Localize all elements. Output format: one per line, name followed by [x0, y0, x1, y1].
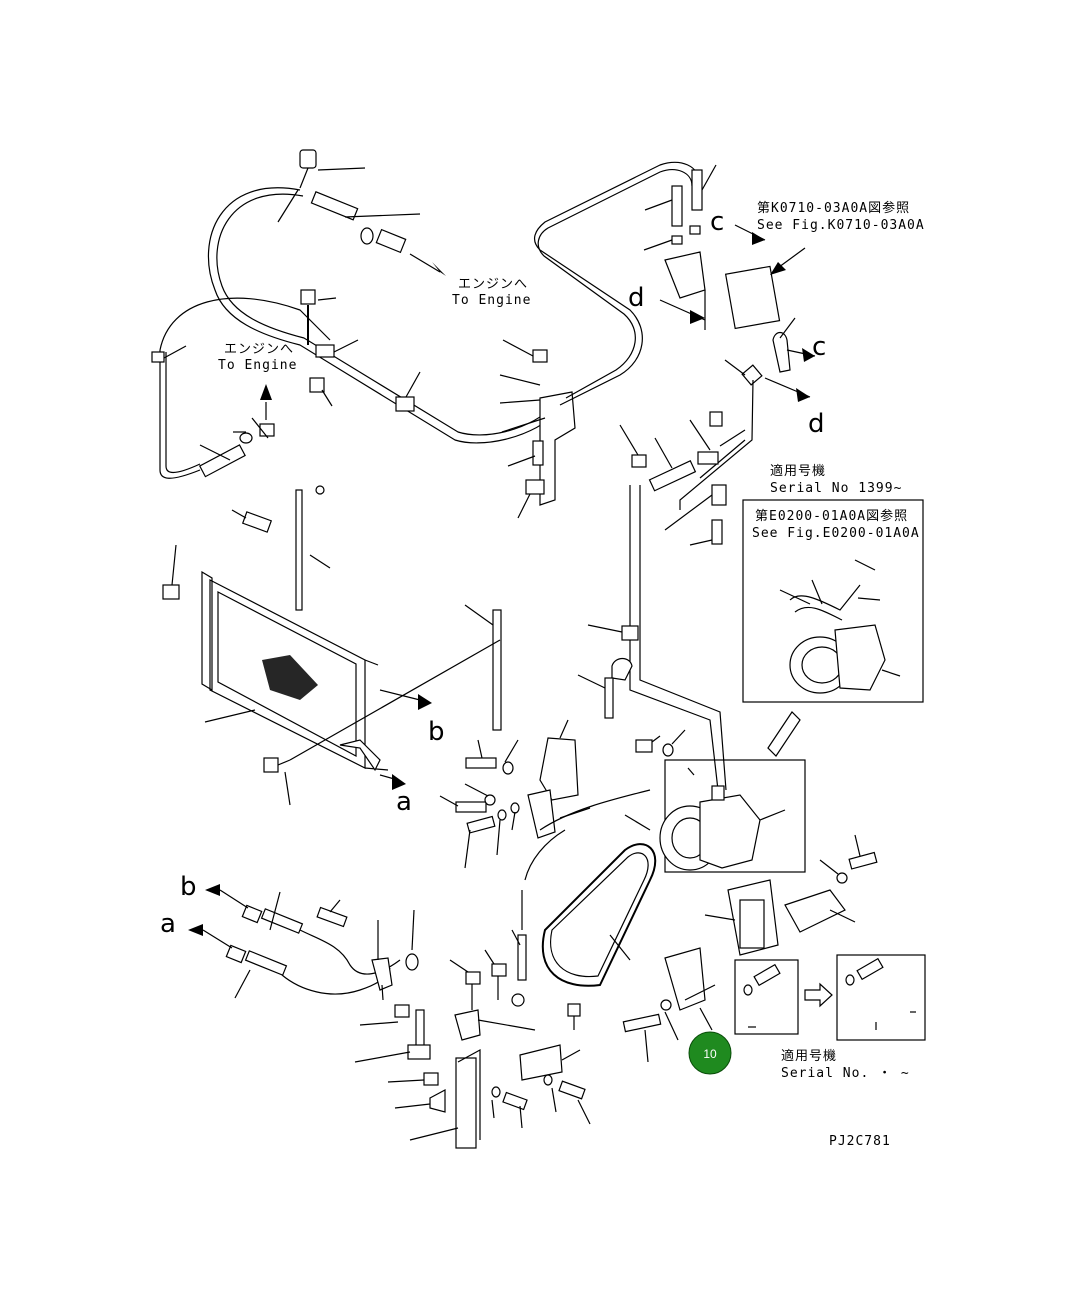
to-engine-jp-label-2: エンジンへ — [224, 342, 294, 357]
upper-right-pipe — [533, 161, 816, 791]
to-engine-en-label-1: To Engine — [452, 293, 531, 308]
inset-compressor-box — [742, 499, 924, 703]
letter-b-1: b — [428, 717, 445, 747]
serial-en-label-1: Serial No 1399~ — [770, 481, 902, 496]
to-engine-en-label-2: To Engine — [218, 358, 297, 373]
letter-b-2: b — [180, 872, 197, 902]
ref-k0710-jp-label: 第K0710-03A0A図参照 — [757, 200, 910, 216]
serial-en-label-2: Serial No. ・ ~ — [781, 1066, 910, 1081]
ref-e0200-jp-label: 第E0200-01A0A図参照 — [755, 508, 908, 524]
ref-k0710-en-label: See Fig.K0710-03A0A — [757, 218, 925, 233]
ref-e0200-en-label: See Fig.E0200-01A0A — [752, 526, 920, 541]
letter-d-1: d — [628, 283, 645, 313]
center-bracket — [499, 339, 576, 519]
lower-bracket-hardware — [354, 929, 591, 1149]
condenser-assembly — [162, 485, 502, 806]
callout-badge-10[interactable]: 10 — [688, 1031, 732, 1075]
callout-number: 10 — [703, 1047, 717, 1061]
lower-hose-assembly — [188, 884, 419, 1001]
letter-d-2: d — [808, 409, 825, 439]
letter-a-1: a — [396, 787, 412, 817]
to-engine-jp-label-1: エンジンへ — [458, 277, 528, 292]
letter-a-2: a — [160, 909, 176, 939]
drawing-code: PJ2C781 — [829, 1134, 891, 1149]
arrow-right-icon — [804, 982, 833, 1008]
serial-jp-label-2: 適用号機 — [781, 1048, 837, 1064]
letter-c-1: c — [710, 207, 724, 237]
letter-c-2: c — [812, 332, 826, 362]
compressor-brackets — [622, 834, 878, 1063]
detail-boxes — [734, 954, 926, 1041]
mount-hardware — [439, 624, 686, 869]
drive-belt — [541, 843, 657, 987]
reference-arrow-icon — [767, 711, 801, 757]
serial-jp-label-1: 適用号機 — [770, 463, 826, 479]
compressor — [521, 759, 806, 930]
upper-hose-assembly — [151, 149, 561, 479]
